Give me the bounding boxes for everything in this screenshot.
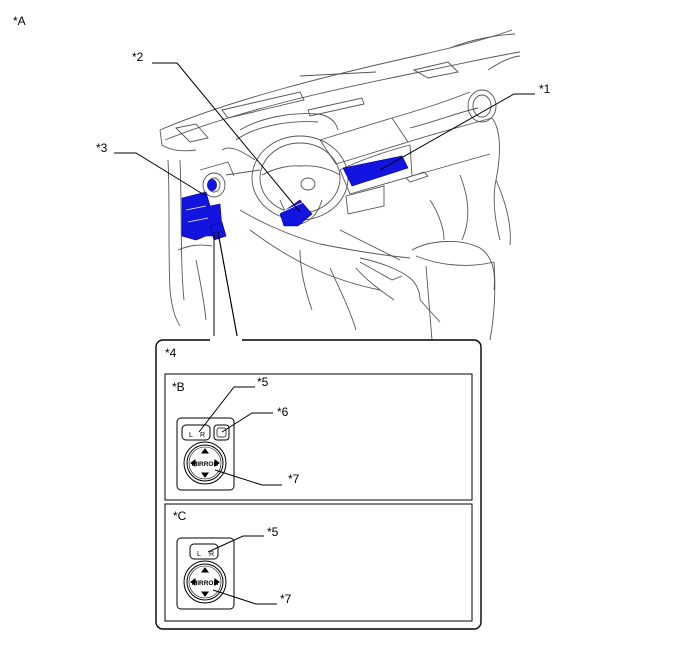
switch-b-mirror-text: MIRROR — [192, 461, 219, 468]
detail-c-callout-7: *7 — [280, 592, 292, 606]
detail-b-label: *B — [172, 380, 185, 394]
detail-b-callout-5: *5 — [257, 375, 269, 389]
mirror-switch-b — [176, 417, 235, 491]
callout-4: *4 — [165, 346, 177, 360]
highlight-part-2 — [279, 199, 313, 227]
callout-2: *2 — [132, 50, 144, 64]
mirror-switch-c — [176, 537, 235, 610]
highlight-part-1 — [342, 155, 409, 187]
label-a: *A — [13, 14, 26, 28]
switch-c-key-r: R — [209, 551, 214, 558]
detail-c-label: *C — [173, 509, 187, 523]
switch-c-mirror-text: MIRROR — [192, 580, 219, 587]
detail-b-callout-6: *6 — [277, 405, 289, 419]
callout-3: *3 — [96, 141, 108, 155]
detail-panel-b — [164, 373, 473, 501]
detail-c-callout-5: *5 — [267, 525, 279, 539]
leader-lines — [114, 62, 535, 342]
switch-c-key-l: L — [197, 551, 201, 558]
switch-b-key-r: R — [200, 432, 205, 439]
detail-b-callout-7: *7 — [288, 472, 300, 486]
detail-leader-lines — [198, 386, 282, 605]
highlighted-parts — [181, 155, 409, 241]
switch-b-key-l: L — [189, 432, 193, 439]
dashboard-sketch — [159, 29, 521, 341]
detail-panel-c — [164, 503, 473, 622]
callout-1: *1 — [539, 82, 551, 96]
